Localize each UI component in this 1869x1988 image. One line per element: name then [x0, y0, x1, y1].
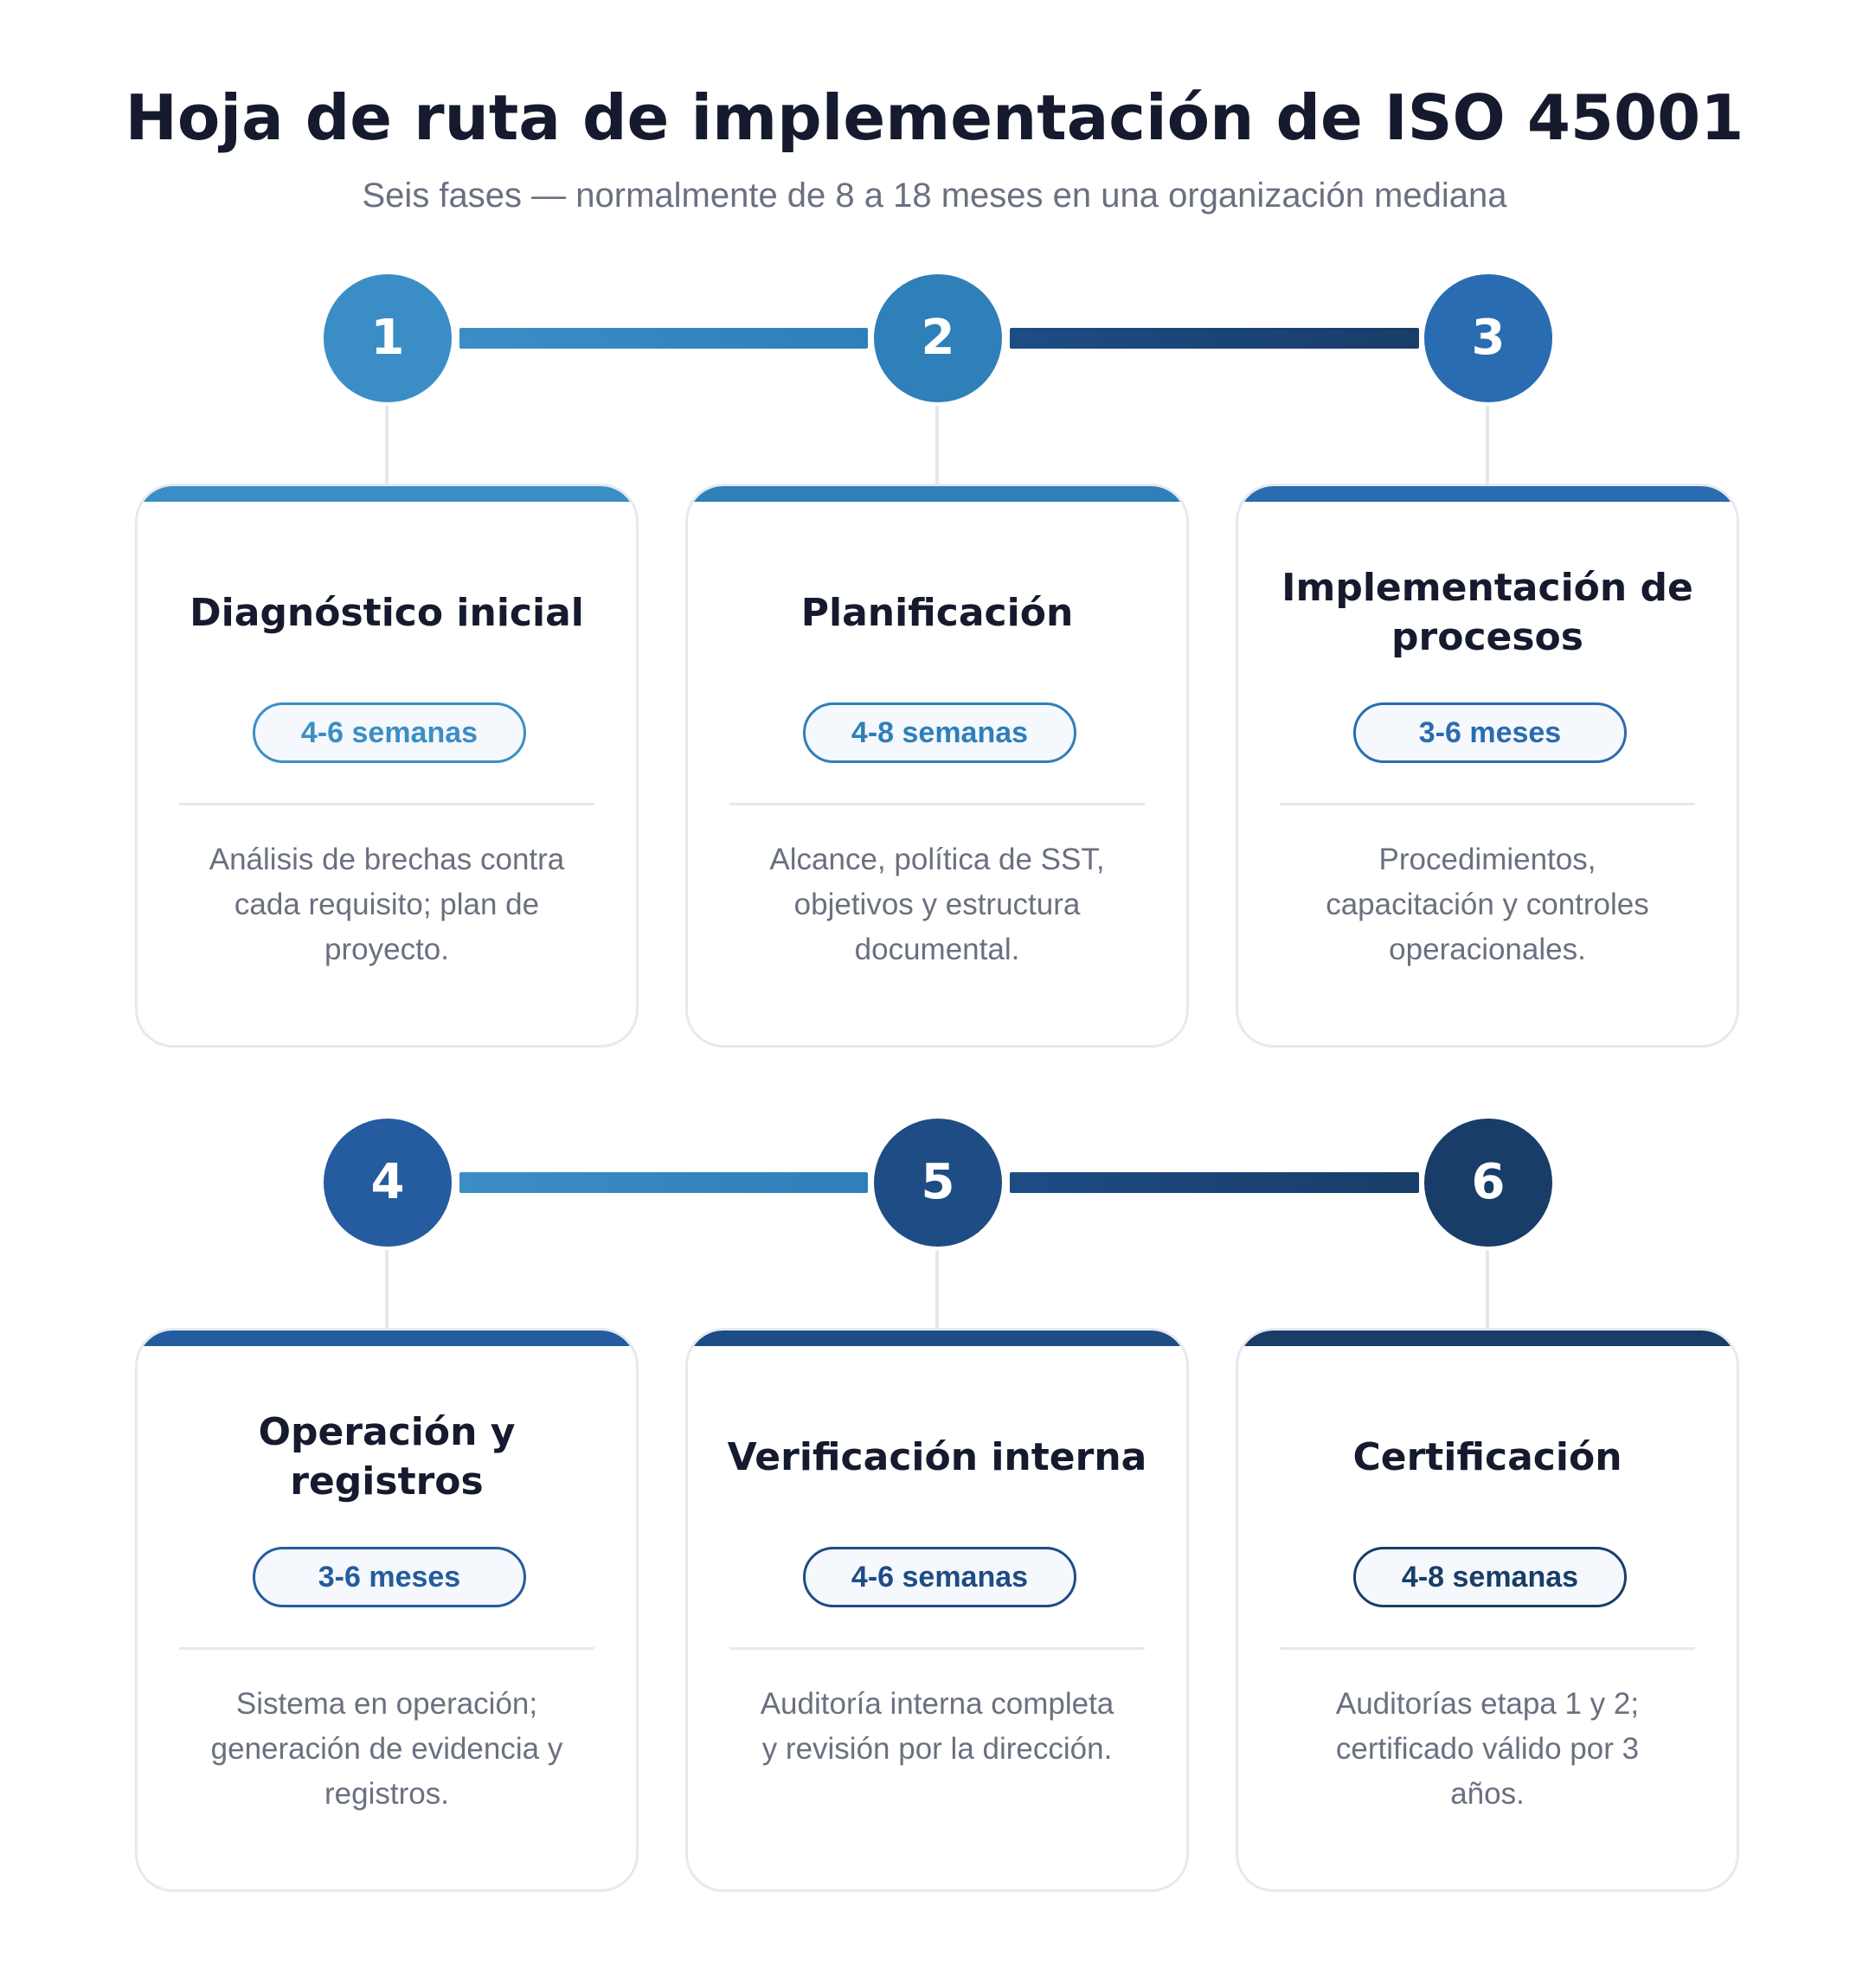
phase-4-number-circle: 4 — [324, 1119, 452, 1247]
phase-3-stem — [1486, 406, 1489, 485]
phase-5-duration-badge: 4-6 semanas — [803, 1547, 1076, 1607]
phase-6-card: Certificación 4-8 semanas Auditorías eta… — [1236, 1328, 1739, 1892]
phase-1-description: Análisis de brechas contra cada requisit… — [209, 843, 565, 966]
phase-3-number-circle: 3 — [1424, 274, 1552, 402]
phase-1-title: Diagnóstico inicial — [189, 590, 584, 635]
phase-2-stem — [935, 406, 939, 485]
phase-6-divider — [1280, 1647, 1695, 1650]
phase-5-title: Verificación interna — [727, 1434, 1147, 1479]
phase-1-duration-badge: 4-6 semanas — [253, 702, 526, 763]
phase-1-number-circle: 1 — [324, 274, 452, 402]
page-subtitle: Seis fases — normalmente de 8 a 18 meses… — [362, 176, 1507, 215]
connector-4-5 — [459, 1172, 868, 1193]
phase-1-card: Diagnóstico inicial 4-6 semanas Análisis… — [135, 484, 639, 1048]
phase-5-description: Auditoría interna completa y revisión po… — [760, 1687, 1114, 1766]
phase-6-number-circle: 6 — [1424, 1119, 1552, 1247]
phase-1-divider — [179, 803, 594, 805]
phase-3-title: Implementación de procesos — [1281, 566, 1693, 659]
phase-5-number-circle: 5 — [874, 1119, 1002, 1247]
phase-4-accent-bar — [138, 1331, 636, 1346]
phase-2-duration-badge: 4-8 semanas — [803, 702, 1076, 763]
phase-4-divider — [179, 1647, 594, 1650]
phase-4-stem — [385, 1250, 389, 1330]
phase-2-accent-bar — [688, 486, 1186, 502]
phase-5-card: Verificación interna 4-6 semanas Auditor… — [685, 1328, 1189, 1892]
connector-1-2 — [459, 328, 868, 349]
phase-4-description: Sistema en operación; generación de evid… — [210, 1687, 563, 1811]
phase-4-card: Operación y registros 3-6 meses Sistema … — [135, 1328, 639, 1892]
connector-5-6 — [1010, 1172, 1419, 1193]
phase-6-accent-bar — [1238, 1331, 1737, 1346]
phase-2-card: Planificación 4-8 semanas Alcance, polít… — [685, 484, 1189, 1048]
phase-2-divider — [729, 803, 1145, 805]
phase-1-stem — [385, 406, 389, 485]
phase-6-stem — [1486, 1250, 1489, 1330]
phase-3-card: Implementación de procesos 3-6 meses Pro… — [1236, 484, 1739, 1048]
phase-3-description: Procedimientos, capacitación y controles… — [1326, 843, 1649, 966]
connector-2-3 — [1010, 328, 1419, 349]
phase-2-number-circle: 2 — [874, 274, 1002, 402]
page-title: Hoja de ruta de implementación de ISO 45… — [125, 81, 1744, 154]
phase-5-accent-bar — [688, 1331, 1186, 1346]
phase-3-duration-badge: 3-6 meses — [1353, 702, 1627, 763]
phase-6-duration-badge: 4-8 semanas — [1353, 1547, 1627, 1607]
phase-6-description: Auditorías etapa 1 y 2; certificado váli… — [1335, 1687, 1640, 1811]
phase-3-accent-bar — [1238, 486, 1737, 502]
phase-5-divider — [729, 1647, 1145, 1650]
phase-4-duration-badge: 3-6 meses — [253, 1547, 526, 1607]
phase-2-title: Planificación — [800, 590, 1074, 635]
phase-3-divider — [1280, 803, 1695, 805]
phase-1-accent-bar — [138, 486, 636, 502]
phase-4-title: Operación y registros — [258, 1410, 516, 1504]
phase-2-description: Alcance, política de SST, objetivos y es… — [769, 843, 1105, 966]
phase-6-title: Certificación — [1352, 1434, 1622, 1479]
phase-5-stem — [935, 1250, 939, 1330]
